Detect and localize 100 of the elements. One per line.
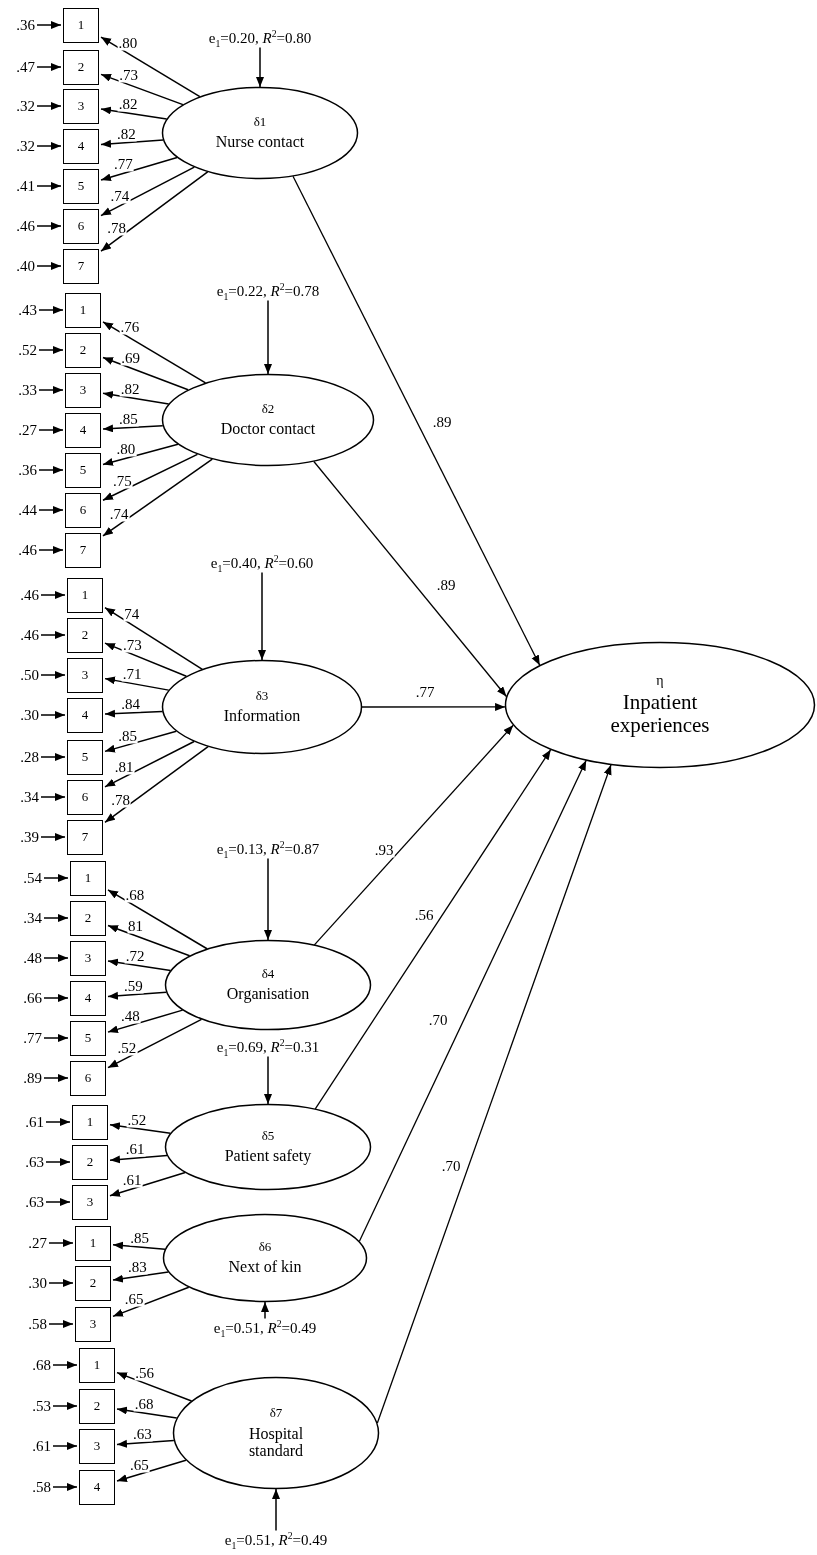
indicator-box: 3 [75,1306,111,1342]
indicator-box: 3 [79,1428,115,1464]
path-coefficient: .68 [124,887,146,903]
path-coefficient: .71 [121,666,143,682]
path-coefficient: .72 [124,948,146,964]
error-variance-label: .68 [32,1357,51,1373]
arrow [40,671,66,679]
indicator-box: 1 [63,7,99,43]
path-coefficient: .85 [117,728,138,744]
arrow [48,1239,74,1247]
error-variance-label: .32 [16,138,35,154]
arrow [38,426,64,434]
arrow [104,606,204,670]
path-coefficient: .74 [109,188,131,204]
arrow [100,156,178,182]
factor-name: Nurse contact [215,133,305,151]
indicator-box: 1 [79,1347,115,1383]
arrow [40,711,66,719]
arrow [38,346,64,354]
error-variance-label: .36 [18,462,37,478]
latent-factor-ellipse [164,939,372,1031]
arrow [36,262,62,270]
arrow [38,546,64,554]
arrow [109,1171,186,1197]
factor-name: Next of kin [228,1258,302,1276]
arrow [102,321,207,384]
arrow [261,1301,269,1320]
path-coefficient: .82 [117,96,139,112]
error-variance-label: .46 [20,587,39,603]
indicator-box: 3 [65,372,101,408]
arrow [52,1483,78,1491]
arrow [116,1439,175,1448]
factor-name: Hospital standard [247,1424,305,1460]
path-coefficient: .80 [117,35,139,51]
error-variance-label: .50 [20,667,39,683]
path-coefficient: .68 [133,1396,155,1412]
path-coefficient: .56 [134,1365,155,1381]
arrow [112,1271,170,1283]
indicator-box: 5 [63,168,99,204]
indicator-box: 7 [63,248,99,284]
arrow [45,1158,71,1166]
error-variance-label: .46 [16,218,35,234]
arrow [43,874,69,882]
factor-name: Doctor contact [220,420,316,438]
path-coefficient: .75 [112,473,133,489]
indicator-box: 2 [67,617,103,653]
latent-factor-ellipse [161,659,363,755]
indicator-box: 5 [65,452,101,488]
path-coefficient: .74 [108,506,130,522]
error-variance-label: .52 [18,342,37,358]
indicator-box: 5 [70,1020,106,1056]
path-coefficient: .61 [124,1141,146,1157]
path-coefficient: .89 [435,577,457,593]
indicator-box: 1 [65,292,101,328]
arrow [107,889,208,950]
residual-label: e$_{1}$=0.22, R$^{2}$=0.78 [216,283,320,299]
path-coefficient: .80 [115,441,137,457]
arrow [45,1198,71,1206]
arrow [43,954,69,962]
arrow [100,166,196,217]
arrow [109,1154,168,1164]
indicator-box: 1 [70,860,106,896]
factor-symbol: δ4 [261,967,275,982]
arrow [264,1055,272,1105]
arrow [36,182,62,190]
arrow [109,1122,172,1135]
residual-label: e$_{1}$=0.51, R$^{2}$=0.49 [224,1532,328,1548]
arrow [104,740,195,788]
arrow [107,1018,203,1069]
path-coefficient: .82 [119,381,141,396]
path-coefficient: .65 [128,1457,150,1473]
error-variance-label: .34 [23,910,42,926]
path-coefficient: .61 [121,1172,143,1188]
path-coefficient: .63 [131,1426,153,1442]
indicator-box: 1 [72,1104,108,1140]
error-variance-label: .27 [18,422,37,438]
error-variance-label: .28 [20,749,39,765]
arrow [36,63,62,71]
factor-symbol: δ7 [269,1406,283,1421]
arrow [38,306,64,314]
indicator-box: 3 [72,1184,108,1220]
error-variance-label: .36 [16,17,35,33]
path-coefficient: .85 [129,1230,151,1246]
error-variance-label: .54 [23,870,42,886]
error-variance-label: .89 [23,1070,42,1086]
error-variance-label: .66 [23,990,42,1006]
indicator-box: 2 [75,1265,111,1301]
path-coefficient: .65 [123,1291,145,1307]
error-variance-label: .27 [28,1235,47,1251]
path-coefficient: .82 [115,126,137,142]
arrow [107,1009,184,1034]
arrow [43,1034,69,1042]
path-coefficient: .76 [119,319,141,335]
arrow [116,1406,178,1419]
arrow [40,753,66,761]
error-variance-label: .47 [16,59,35,75]
error-variance-label: .46 [18,542,37,558]
indicator-box: 7 [67,819,103,855]
indicator-box: 4 [63,128,99,164]
error-variance-label: .33 [18,382,37,398]
